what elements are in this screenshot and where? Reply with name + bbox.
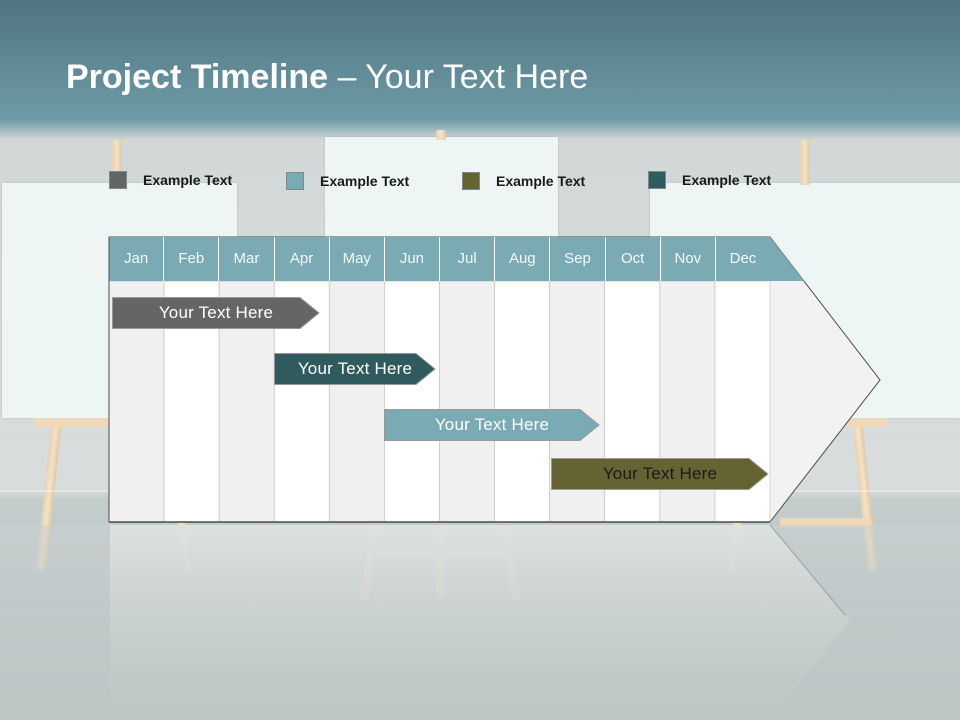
month-label: Jan: [109, 237, 165, 281]
month-label: Feb: [164, 237, 220, 281]
arrow-reflection: [110, 525, 850, 720]
month-label: Nov: [661, 237, 716, 281]
legend-item: Example Text: [286, 172, 409, 190]
easel-leg: [800, 140, 810, 185]
month-label: Jun: [385, 237, 441, 281]
legend-label: Example Text: [143, 172, 233, 188]
month-label: Oct: [606, 237, 661, 281]
month-label: Jul: [440, 237, 496, 281]
task-bar[interactable]: Your Text Here: [112, 297, 320, 329]
page-title-bold: Project Timeline: [66, 58, 329, 96]
easel-leg: [436, 130, 446, 140]
task-label: Your Text Here: [297, 359, 413, 378]
task-bar[interactable]: Your Text Here: [551, 458, 769, 490]
task-arrow-shape: [274, 353, 436, 385]
month-label: May: [330, 237, 385, 281]
legend-item: Example Text: [109, 171, 232, 189]
month-label: Mar: [219, 237, 275, 281]
task-bar[interactable]: Your Text Here: [274, 353, 436, 385]
legend-swatch-light-teal: [286, 172, 304, 190]
easel-crossbar: [780, 518, 870, 527]
task-bar[interactable]: Your Text Here: [384, 409, 600, 441]
month-label: Aug: [495, 237, 551, 281]
legend-swatch-gray: [109, 171, 127, 189]
legend-label: Example Text: [320, 173, 410, 189]
month-label: Apr: [275, 237, 330, 281]
month-column: [439, 280, 495, 523]
task-label: Your Text Here: [158, 303, 274, 322]
easel-crossbar: [34, 418, 114, 427]
legend-label: Example Text: [682, 172, 772, 188]
month-label: Dec: [729, 250, 757, 267]
month-column: [494, 280, 551, 523]
month-label: Sep: [550, 237, 606, 281]
task-arrow-shape: [112, 297, 320, 329]
task-label: Your Text Here: [602, 464, 718, 483]
easel-leg: [112, 140, 122, 185]
arrow-reflection-edge: [769, 524, 846, 616]
legend-swatch-dark-teal: [648, 171, 666, 189]
legend-item: Example Text: [648, 171, 771, 189]
month-column: [328, 280, 385, 523]
month-header: Jan Feb Mar Apr May Jun Jul Aug Sep Oct …: [109, 237, 770, 281]
legend-swatch-olive: [462, 172, 480, 190]
page-title-rest: – Your Text Here: [328, 58, 589, 96]
whiteboard-center: [325, 137, 558, 237]
task-label: Your Text Here: [434, 415, 550, 434]
legend-item: Example Text: [462, 172, 585, 190]
legend-label: Example Text: [496, 173, 586, 189]
arrow-header-cap: [770, 237, 804, 281]
month-column: [384, 280, 440, 523]
task-arrow-shape: [551, 458, 769, 490]
page-title: Project Timeline – Your Text Here: [66, 58, 588, 97]
task-arrow-shape: [384, 409, 600, 441]
